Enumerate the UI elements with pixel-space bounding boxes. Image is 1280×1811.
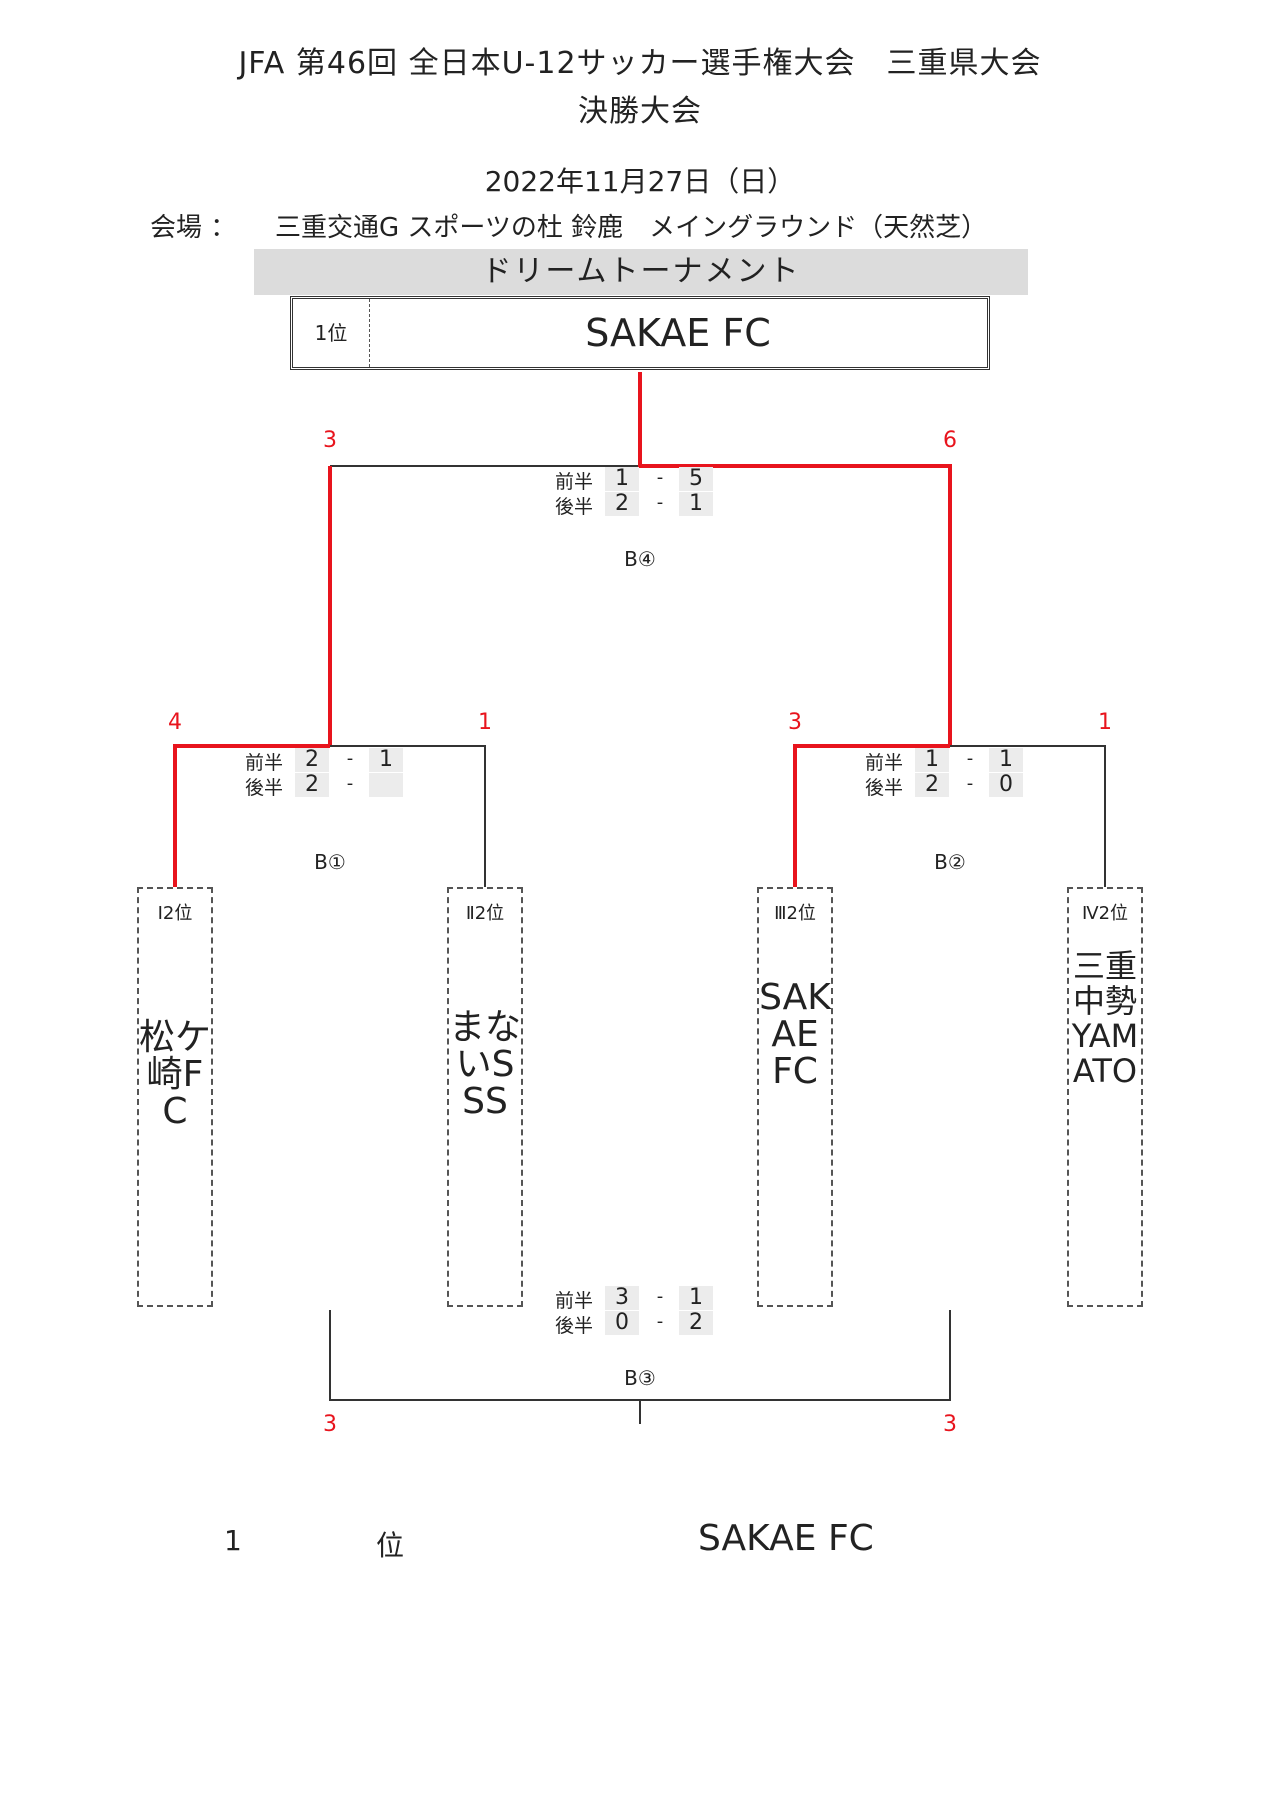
venue-label: 会場 ： <box>150 213 237 243</box>
seed-rank-label: Ⅳ2位 <box>1081 903 1129 924</box>
final-rank-suffix: 位 <box>376 1529 405 1562</box>
b4-first-sep: - <box>656 467 664 488</box>
b3-match-id: B③ <box>624 1366 656 1390</box>
b4-first-half-label: 前半 <box>555 471 594 493</box>
b2-second-half-label: 後半 <box>865 777 904 799</box>
champion-box: 1位 SAKAE FC <box>290 296 990 370</box>
champion-rank: 1位 <box>293 299 370 367</box>
tournament-title: JFA 第46回 全日本U-12サッカー選手権大会 三重県大会 <box>238 46 1042 81</box>
seed-rank-label: Ⅱ2位 <box>465 903 505 924</box>
b4-first-right: 5 <box>679 467 713 491</box>
b3-first-left: 3 <box>605 1286 639 1310</box>
b3-second-right: 2 <box>679 1311 713 1335</box>
b2-first-half-label: 前半 <box>865 752 904 774</box>
b1-first-half-label: 前半 <box>245 752 284 774</box>
seed-team-name: SAKAE FC <box>759 977 855 1092</box>
b4-second-sep: - <box>656 492 664 513</box>
b3-second-left: 0 <box>605 1311 639 1335</box>
final-rank-number: 1 <box>224 1524 242 1557</box>
b3-first-half-label: 前半 <box>555 1290 594 1312</box>
b3-first-right: 1 <box>679 1286 713 1310</box>
champion-name: SAKAE FC <box>585 311 771 355</box>
b2-second-right: 0 <box>989 773 1023 797</box>
b1-second-left: 2 <box>295 773 329 797</box>
b1-right-score: 1 <box>478 710 492 735</box>
b2-winner-line <box>793 744 950 887</box>
b1-winner-line <box>173 744 330 887</box>
b2-second-left: 2 <box>915 773 949 797</box>
seed-team-name: まないSSS <box>449 1007 522 1122</box>
b2-second-sep: - <box>966 773 974 794</box>
seed-box-3: Ⅲ2位 SAKAE FC <box>757 887 855 1307</box>
seed-team-name: 松ケ崎FC <box>139 1017 212 1132</box>
b1-second-right <box>369 773 403 797</box>
b1-first-sep: - <box>346 748 354 769</box>
venue-name: 三重交通G スポーツの杜 鈴鹿 メイングラウンド（天然芝） <box>275 213 988 243</box>
b1-first-right: 1 <box>369 748 403 772</box>
seed-box-1: Ⅰ2位 松ケ崎FC <box>137 887 213 1307</box>
seed-team-name: 三重中勢YAMATO <box>1071 947 1139 1090</box>
b4-winner-line <box>638 372 952 746</box>
b4-left-score: 3 <box>323 428 337 453</box>
b2-half-scores: 前半 後半 1 - 1 2 - 0 <box>865 748 1045 800</box>
b1-second-sep: - <box>346 773 354 794</box>
b2-first-left: 1 <box>915 748 949 772</box>
match-date: 2022年11月27日（日） <box>484 165 796 198</box>
seed-box-4: Ⅳ2位 三重中勢YAMATO <box>1067 887 1143 1307</box>
b2-match-id: B② <box>934 850 966 874</box>
b1-left-score: 4 <box>168 710 182 735</box>
b3-first-sep: - <box>656 1286 664 1307</box>
b4-second-half-label: 後半 <box>555 496 594 518</box>
b3-second-sep: - <box>656 1311 664 1332</box>
b4-first-left: 1 <box>605 467 639 491</box>
tournament-subtitle: 決勝大会 <box>578 94 702 129</box>
b1-first-left: 2 <box>295 748 329 772</box>
b4-match-id: B④ <box>624 547 656 571</box>
seed-rank-label: Ⅲ2位 <box>774 903 816 924</box>
b2-right-score: 1 <box>1098 710 1112 735</box>
b3-right-score: 3 <box>943 1412 957 1437</box>
b1-match-id: B① <box>314 850 346 874</box>
b1-second-half-label: 後半 <box>245 777 284 799</box>
b3-second-half-label: 後半 <box>555 1315 594 1337</box>
seed-box-2: Ⅱ2位 まないSSS <box>447 887 523 1307</box>
b3-half-scores: 前半 後半 3 - 1 0 - 2 <box>555 1286 735 1338</box>
b2-left-score: 3 <box>788 710 802 735</box>
final-team-name: SAKAE FC <box>698 1518 874 1559</box>
section-banner: ドリームトーナメント <box>254 249 1028 295</box>
b1-loser-line <box>330 745 486 887</box>
b2-first-right: 1 <box>989 748 1023 772</box>
b4-second-right: 1 <box>679 492 713 516</box>
b2-loser-line <box>950 745 1106 887</box>
b4-second-left: 2 <box>605 492 639 516</box>
b4-right-score: 6 <box>943 428 957 453</box>
b2-first-sep: - <box>966 748 974 769</box>
b4-half-scores: 前半 後半 1 - 5 2 - 1 <box>555 467 735 519</box>
b1-half-scores: 前半 後半 2 - 1 2 - <box>245 748 425 800</box>
seed-rank-label: Ⅰ2位 <box>157 903 193 924</box>
b3-left-score: 3 <box>323 1412 337 1437</box>
